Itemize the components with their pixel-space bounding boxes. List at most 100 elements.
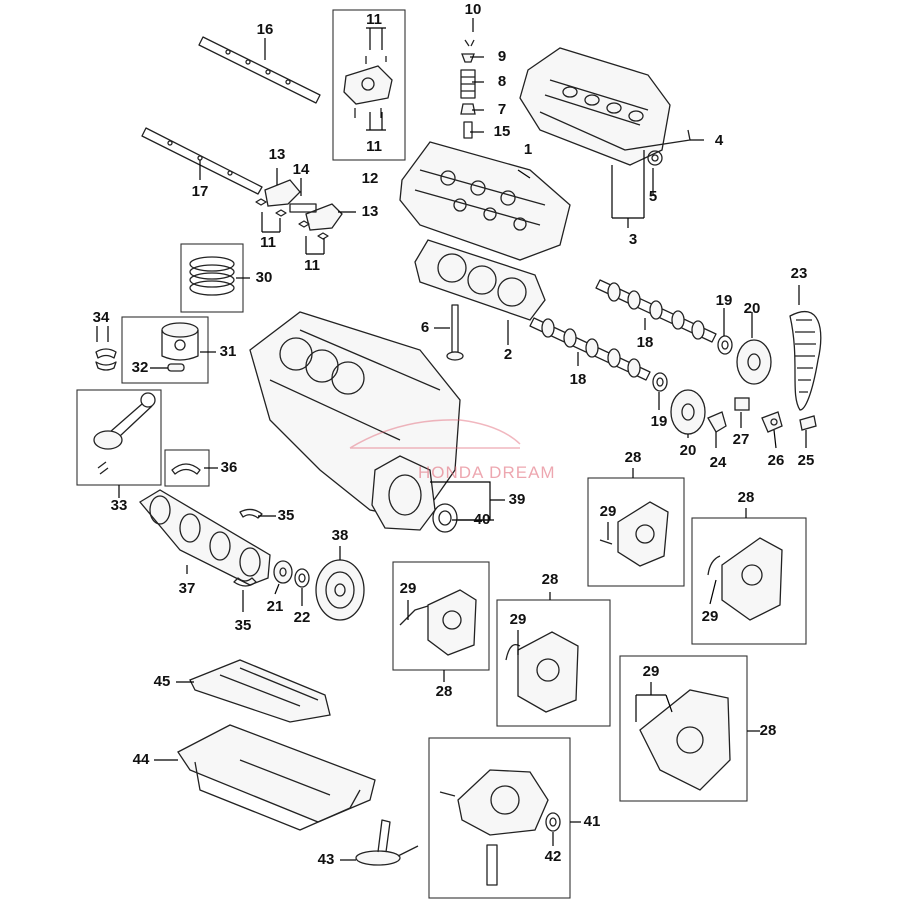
callout-19-lower: 19 [651,413,668,430]
callout-23: 23 [791,265,808,282]
group-box-28-timing-left [392,561,490,671]
callout-25: 25 [798,452,815,469]
crankshaft-37 [139,489,271,586]
washer-22 [294,568,310,588]
crank-pulley-38 [315,559,365,621]
watermark-car-logo [349,419,521,449]
tensioner-24 [707,411,727,433]
oil-seal-40 [432,503,458,533]
callout-11-left: 11 [260,234,276,251]
rocker-arm-13-lower [305,203,343,231]
piston-pin-32 [167,363,185,372]
camshaft-18-lower [529,317,651,381]
callout-20-lower: 20 [680,442,697,459]
valve-guide-15 [463,121,473,139]
callout-28-left: 28 [436,683,453,700]
group-box-31 [121,316,209,384]
callout-39: 39 [509,491,526,508]
timing-cover-28-right [707,537,783,621]
callout-35-lower: 35 [235,617,252,634]
rocker-pin-14 [289,203,317,213]
adjust-screws-11-lower [255,198,329,240]
callout-7: 7 [498,101,506,118]
callout-22: 22 [294,609,311,626]
callout-45: 45 [154,673,171,690]
callout-6: 6 [421,319,429,336]
callout-11-top: 11 [366,11,382,28]
rocker-arm-13-upper [264,179,301,207]
connecting-rod-33 [93,392,156,475]
adjuster-26 [761,411,783,433]
callout-29-left: 29 [400,580,417,597]
plug-seal-5 [647,150,663,166]
group-box-12 [332,9,406,161]
cam-pulley-20-lower [670,389,706,435]
oil-seal-19-upper [717,335,733,355]
callout-5: 5 [649,188,657,205]
thrust-washer-35-lower [233,577,257,587]
callout-9: 9 [498,48,506,65]
callout-8: 8 [498,73,506,90]
callout-44: 44 [133,751,150,768]
bolt-25 [799,415,817,431]
group-box-28-timing-upper [587,477,685,587]
callout-33: 33 [111,497,128,514]
callout-18-upper: 18 [637,334,654,351]
baffle-plate-45 [189,659,331,723]
oil-pump-41 [439,769,549,886]
head-cover-4 [519,47,691,166]
callout-11-mid: 11 [366,138,382,155]
piston-rings-30 [189,256,235,296]
timing-cover-28-middle [505,631,579,713]
watermark-text: HONDA DREAM [418,463,556,482]
callout-15: 15 [494,123,511,140]
callout-19-upper: 19 [716,292,733,309]
callout-21: 21 [267,598,284,615]
callout-24: 24 [710,454,727,471]
group-box-41-oil-pump [428,737,571,899]
callout-28-lower: 28 [760,722,777,739]
callout-13-lower: 13 [362,203,379,220]
oil-seal-19-lower [652,372,668,392]
leader-lines [96,18,807,861]
callout-labels: 1 2 3 4 5 6 7 8 9 10 11 11 11 11 12 13 1… [93,1,815,868]
callout-36: 36 [221,459,238,476]
callout-28-upper: 28 [625,449,642,466]
bearing-36 [171,463,201,475]
rocker-arm-12 [343,56,393,118]
oil-pan-44 [177,724,376,831]
thrust-washer-35-upper [239,508,263,519]
oil-strainer-43 [355,819,419,866]
callout-12: 12 [362,170,379,187]
callout-29-lower: 29 [643,663,660,680]
seal-case-39 [371,455,436,531]
oil-seal-42 [545,812,561,832]
callout-26: 26 [768,452,785,469]
group-box-28-timing-lower [619,655,748,802]
callout-16: 16 [257,21,274,38]
valve-spring-8 [460,69,476,99]
rocker-shaft-17 [141,127,263,195]
callout-3: 3 [629,231,637,248]
callout-14: 14 [293,161,310,178]
timing-cover-28-lower [639,689,731,791]
callout-28-right: 28 [738,489,755,506]
valve-seal-7 [460,103,476,115]
callout-30: 30 [256,269,273,286]
callout-29-upper: 29 [600,503,617,520]
valve-cotter-10 [464,39,475,47]
valve-6 [446,304,464,361]
callout-4: 4 [715,132,724,149]
callout-35-upper: 35 [278,507,295,524]
callout-31: 31 [220,343,237,360]
callout-13-upper: 13 [269,146,286,163]
head-gasket-2 [414,239,546,321]
callout-42: 42 [545,848,562,865]
rocker-shaft-16 [198,36,321,104]
callout-11-right: 11 [304,257,320,274]
timing-belt-23 [789,310,822,411]
callout-34: 34 [93,309,110,326]
callout-28-middle: 28 [542,571,559,588]
cam-pulley-20-upper [736,339,772,385]
